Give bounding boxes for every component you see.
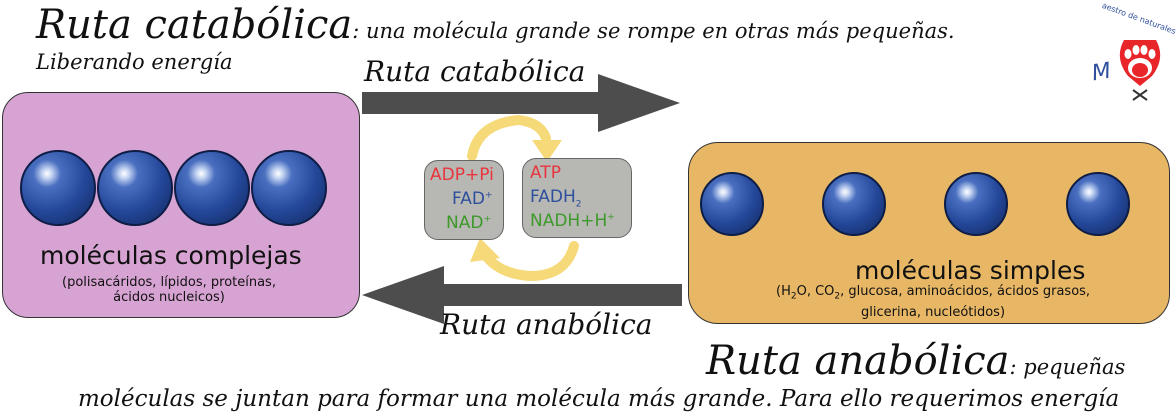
complex-molecule-ball (97, 150, 173, 226)
simple-molecules-label: moléculas simples (855, 256, 1086, 285)
catabolic-title: Ruta catabólica: una molécula grande se … (36, 2, 955, 48)
fadh-sub: 2 (575, 199, 582, 210)
nad-text: NAD (446, 213, 484, 233)
complex-detail-line2: ácidos nucleicos) (113, 290, 225, 305)
anabolic-title-text: Ruta anabólica (706, 338, 1010, 384)
fad-text: FAD (452, 189, 485, 209)
simple-molecule-ball (700, 172, 764, 236)
simple-molecules-detail: (H2O, CO2, glucosa, aminoácidos, ácidos … (776, 284, 1090, 320)
complex-detail-line1: (polisacáridos, lípidos, proteínas, (62, 275, 276, 290)
adp-label: ADP+Pi (430, 165, 494, 185)
cycle-arrowhead-bottom (470, 238, 500, 262)
simple-detail-line2: glicerina, nucleótidos) (861, 304, 1006, 320)
complex-molecule-ball (251, 150, 327, 226)
simple-molecule-ball (944, 172, 1008, 236)
nad-label: NAD+ (446, 213, 491, 233)
simple-molecule-ball (822, 172, 886, 236)
energy-cycle-arrows (467, 114, 579, 282)
simple-detail-o: O, CO (796, 284, 835, 299)
atp-label: ATP (530, 163, 561, 183)
fad-sup: + (484, 190, 493, 201)
catabolic-title-text: Ruta catabólica (36, 2, 353, 48)
complex-molecules-detail: (polisacáridos, lípidos, proteínas, ácid… (62, 275, 276, 305)
nadh-sup: + (607, 212, 615, 223)
anabolic-title: Ruta anabólica: pequeñas (706, 338, 1125, 384)
catabolic-subtitle: Liberando energía (36, 50, 233, 74)
simple-molecule-ball (1066, 172, 1130, 236)
catabolic-arrow (362, 74, 680, 132)
complex-molecule-ball (20, 150, 96, 226)
fadh-text: FADH (530, 187, 576, 207)
simple-detail-o-sub: 2 (834, 291, 841, 302)
anabolic-arrow-label: Ruta anabólica (440, 308, 653, 341)
complex-molecules-label: moléculas complejas (40, 241, 302, 270)
energy-high-box (522, 158, 632, 238)
nadh-text: NADH+H (530, 211, 608, 231)
simple-detail-rest: , glucosa, aminoácidos, ácidos grasos, (840, 284, 1091, 299)
anabolic-description-2: moléculas se juntan para formar una molé… (78, 386, 1120, 412)
anabolic-description-1: : pequeñas (1009, 355, 1126, 379)
cycle-arrowhead-top (532, 140, 562, 162)
anabolic-arrow (362, 266, 682, 324)
fad-label: FAD+ (452, 189, 492, 209)
complex-molecule-ball (174, 150, 250, 226)
nadh-label: NADH+H+ (530, 211, 615, 231)
energy-low-box (424, 160, 504, 240)
fadh-label: FADH2 (530, 187, 581, 209)
simple-detail-line1: (H2O, CO2, glucosa, aminoácidos, ácidos … (776, 284, 1090, 305)
catabolic-arrow-label: Ruta catabólica (364, 55, 586, 88)
simple-detail-h: (H (776, 284, 791, 299)
catabolic-description: : una molécula grande se rompe en otras … (352, 19, 955, 43)
logo-initial: M (1089, 58, 1114, 87)
maestro-naturales-logo (1119, 40, 1161, 101)
simple-detail-h-sub: 2 (790, 291, 797, 302)
nad-sup: + (483, 214, 491, 225)
